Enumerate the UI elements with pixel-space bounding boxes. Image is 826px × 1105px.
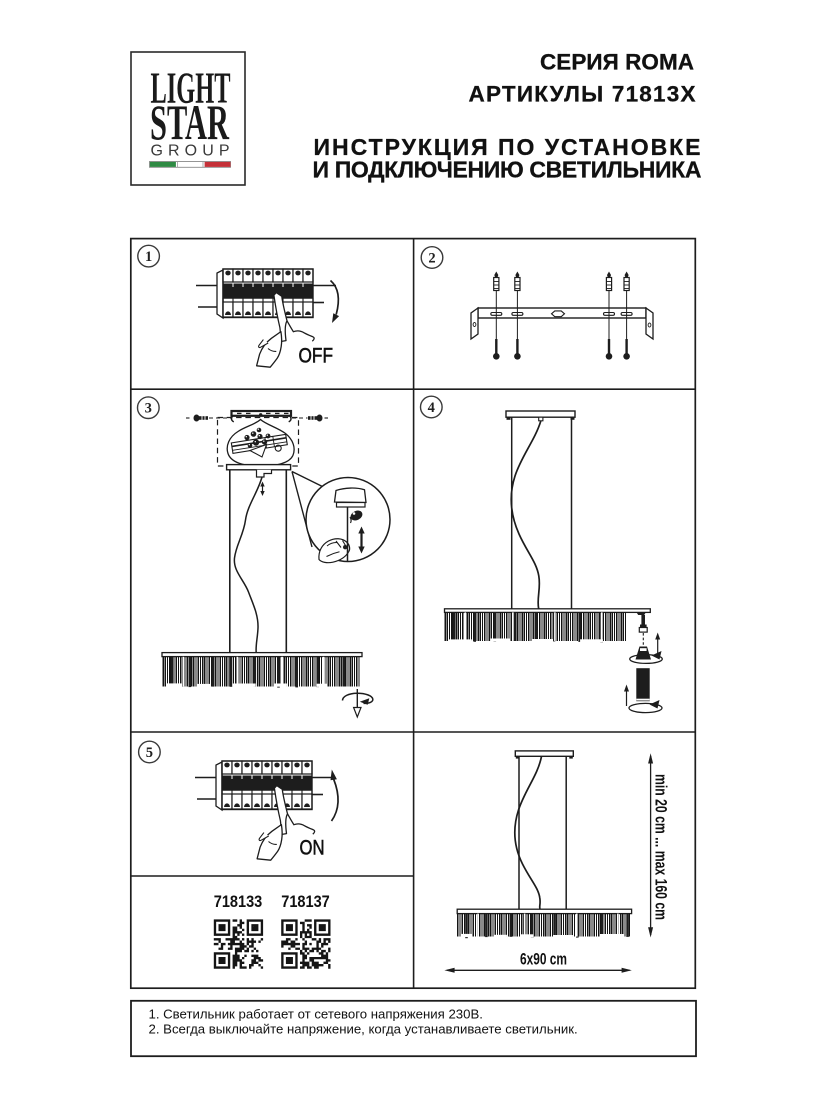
svg-text:1: 1	[145, 249, 152, 265]
svg-text:5: 5	[146, 745, 153, 761]
svg-text:2: 2	[428, 251, 435, 267]
svg-text:АРТИКУЛЫ 71813X: АРТИКУЛЫ 71813X	[469, 82, 696, 107]
svg-text:1. Светильник работает от сете: 1. Светильник работает от сетевого напря…	[149, 1007, 483, 1022]
svg-text:6x90 cm: 6x90 cm	[520, 951, 567, 969]
svg-text:LIGHT: LIGHT	[151, 64, 231, 113]
svg-text:И ПОДКЛЮЧЕНИЮ СВЕТИЛЬНИКА: И ПОДКЛЮЧЕНИЮ СВЕТИЛЬНИКА	[313, 157, 702, 183]
svg-text:3: 3	[145, 401, 152, 417]
svg-text:STAR: STAR	[150, 94, 230, 150]
svg-text:2. Всегда выключайте напряжени: 2. Всегда выключайте напряжение, когда у…	[149, 1022, 578, 1037]
svg-text:4: 4	[428, 400, 435, 416]
svg-text:min 20 cm ... max 160 cm: min 20 cm ... max 160 cm	[652, 774, 671, 920]
svg-text:ON: ON	[300, 837, 325, 860]
svg-text:718133: 718133	[214, 893, 263, 911]
svg-text:OFF: OFF	[299, 345, 334, 368]
svg-text:СЕРИЯ ROMA: СЕРИЯ ROMA	[540, 50, 694, 75]
svg-text:GROUP: GROUP	[151, 143, 230, 160]
svg-text:718137: 718137	[281, 893, 330, 911]
svg-text:ИНСТРУКЦИЯ ПО УСТАНОВКЕ: ИНСТРУКЦИЯ ПО УСТАНОВКЕ	[314, 134, 701, 160]
